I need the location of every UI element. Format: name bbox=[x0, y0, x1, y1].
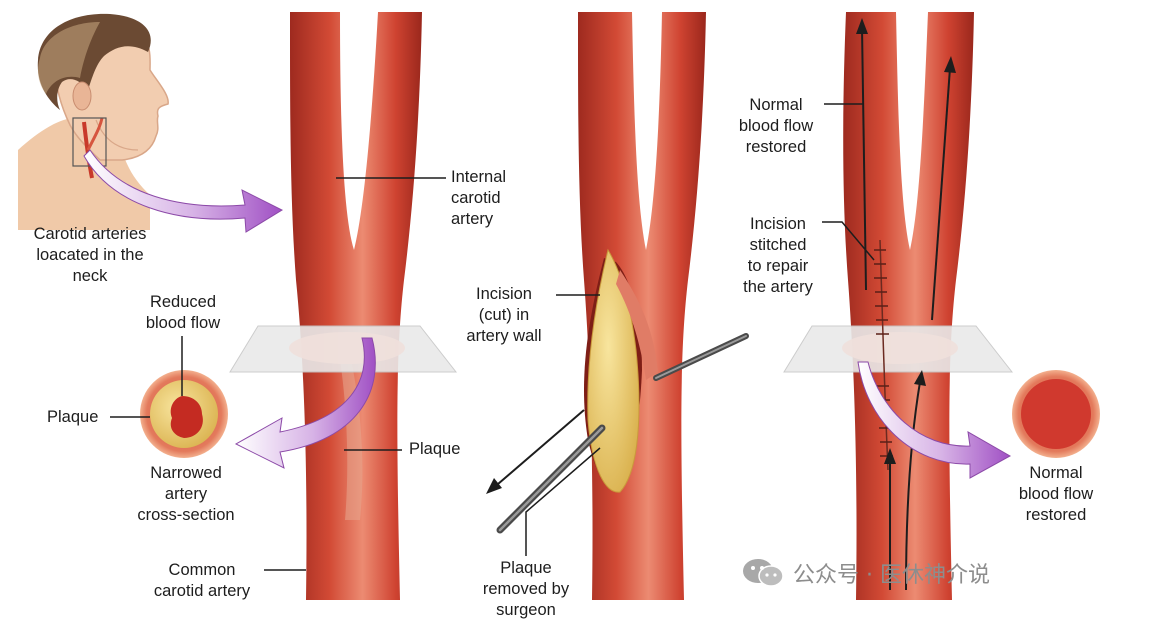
watermark: 公众号 · 医休神介说 bbox=[741, 556, 990, 590]
zoom-arrow bbox=[83, 149, 284, 233]
label-normal-flow-right: Normal blood flow restored bbox=[1018, 464, 1094, 524]
label-common-carotid-artery: Common carotid artery bbox=[153, 561, 251, 600]
cut-ellipse bbox=[289, 332, 405, 364]
label-normal-flow-top: Normal blood flow restored bbox=[738, 96, 814, 156]
label-narrowed-cross-section: Narrowed artery cross-section bbox=[137, 464, 235, 524]
restored-cross-section-arrow bbox=[857, 361, 1012, 479]
label-plaque-left: Plaque bbox=[47, 408, 99, 426]
jaw-line bbox=[95, 119, 139, 151]
removal-arrow bbox=[497, 409, 585, 485]
flow-arrowhead-lower-1 bbox=[884, 448, 896, 464]
removal-arrowhead bbox=[486, 478, 502, 494]
leader-lines bbox=[110, 103, 875, 571]
flow-arrowhead-right bbox=[944, 56, 956, 73]
ear bbox=[72, 81, 92, 111]
artery-surgery bbox=[578, 12, 706, 600]
head-illustration bbox=[18, 13, 169, 230]
retracted-wall bbox=[616, 270, 658, 380]
label-incision-artery-wall: Incision (cut) in artery wall bbox=[466, 285, 542, 345]
normal-cross-section bbox=[1012, 370, 1100, 458]
cross-section-arrow bbox=[234, 337, 376, 469]
flow-arrow-right bbox=[931, 67, 951, 321]
artery-before-body bbox=[290, 12, 422, 600]
label-reduced-blood-flow: Reduced blood flow bbox=[145, 293, 221, 332]
narrowed-lumen bbox=[170, 396, 203, 438]
label-plaque-mid: Plaque bbox=[409, 440, 461, 458]
narrowed-cross-section bbox=[140, 370, 228, 458]
artery-before bbox=[229, 12, 458, 600]
skull-muscle bbox=[38, 22, 100, 94]
cut-ellipse-restored bbox=[842, 332, 958, 364]
surgical-forceps bbox=[496, 333, 749, 534]
label-carotid-arteries-neck: Carotid arteries loacated in the neck bbox=[33, 225, 147, 285]
neck-carotid-branch bbox=[86, 117, 104, 151]
neck-highlight-box bbox=[72, 117, 107, 167]
flow-arrow-left bbox=[861, 27, 867, 291]
watermark-account: 公众号 · 医休神介说 bbox=[793, 563, 990, 588]
flow-arrowhead-lower-2 bbox=[914, 370, 926, 386]
flow-arrow-lower-2 bbox=[905, 381, 921, 591]
label-plaque-removed: Plaque removed by surgeon bbox=[482, 559, 570, 619]
label-internal-carotid-artery: Internal carotid artery bbox=[451, 168, 507, 228]
label-incision-stitched: Incision stitched to repair the artery bbox=[743, 215, 813, 296]
flow-arrowhead-left bbox=[856, 18, 868, 34]
wechat-icon bbox=[743, 559, 784, 587]
